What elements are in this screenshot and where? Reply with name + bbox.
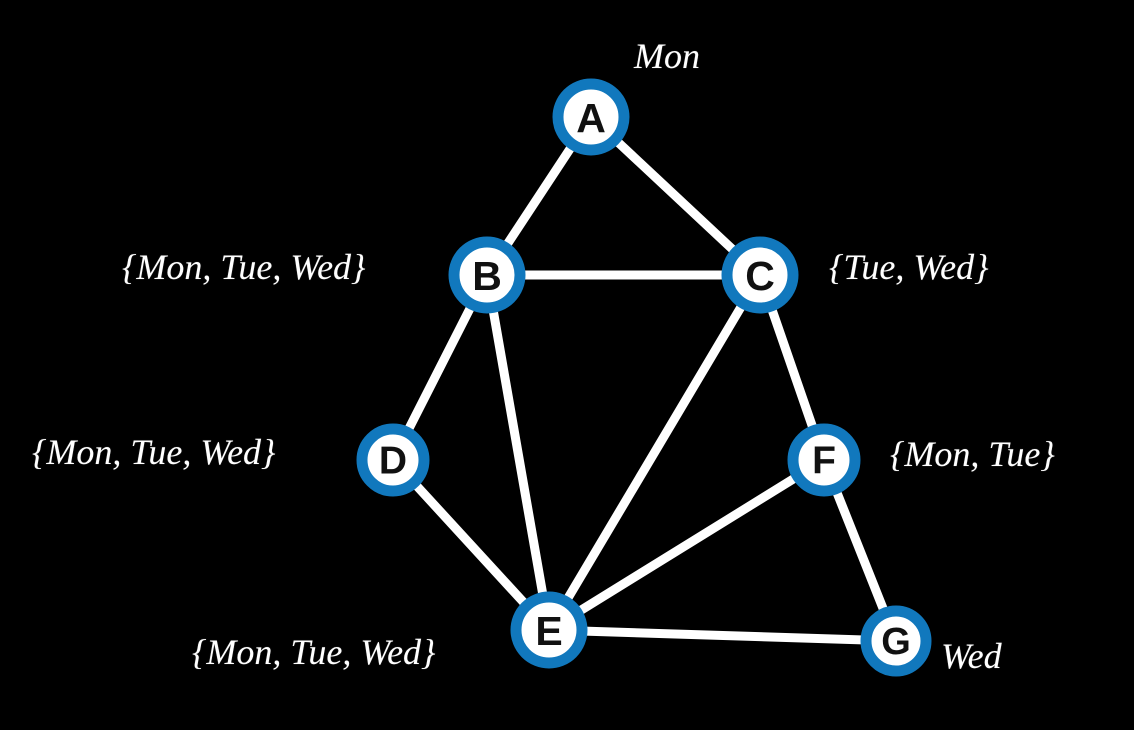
graph-node-c[interactable]: C bbox=[721, 236, 799, 314]
graph-edge-b-e bbox=[482, 270, 554, 635]
node-label-e: E bbox=[535, 608, 562, 654]
nodes-layer: A B C D E F G bbox=[356, 78, 932, 677]
node-label-c: C bbox=[745, 253, 775, 299]
graph-edge-c-e bbox=[544, 270, 765, 635]
domain-label-f: {Mon, Tue} bbox=[890, 434, 1055, 474]
graph-node-a[interactable]: A bbox=[552, 78, 630, 156]
node-circle-e[interactable] bbox=[510, 591, 588, 669]
node-label-a: A bbox=[576, 95, 606, 141]
graph-node-g[interactable]: G bbox=[860, 605, 932, 677]
graph-edge-e-g bbox=[544, 625, 901, 646]
graph-edge-e-f bbox=[544, 455, 829, 635]
domain-label-d: {Mon, Tue, Wed} bbox=[32, 432, 276, 472]
node-label-b: B bbox=[472, 253, 502, 299]
domain-label-g: Wed bbox=[941, 636, 1002, 676]
domain-label-e: {Mon, Tue, Wed} bbox=[192, 632, 436, 672]
node-circle-f[interactable] bbox=[787, 423, 861, 497]
node-circle-a[interactable] bbox=[552, 78, 630, 156]
node-circle-d[interactable] bbox=[356, 423, 430, 497]
node-circle-c[interactable] bbox=[721, 236, 799, 314]
graph-node-e[interactable]: E bbox=[510, 591, 588, 669]
edges-layer bbox=[388, 112, 901, 646]
graph-edge-a-c bbox=[586, 112, 765, 280]
graph-node-b[interactable]: B bbox=[448, 236, 526, 314]
node-label-d: D bbox=[379, 440, 407, 483]
node-label-f: F bbox=[812, 440, 836, 483]
node-label-g: G bbox=[881, 621, 911, 663]
graph-node-f[interactable]: F bbox=[787, 423, 861, 497]
domain-label-a: Mon bbox=[634, 36, 700, 76]
graph-node-d[interactable]: D bbox=[356, 423, 430, 497]
node-circle-g[interactable] bbox=[860, 605, 932, 677]
domain-label-b: {Mon, Tue, Wed} bbox=[122, 247, 366, 287]
node-circle-b[interactable] bbox=[448, 236, 526, 314]
domain-label-c: {Tue, Wed} bbox=[829, 247, 989, 287]
